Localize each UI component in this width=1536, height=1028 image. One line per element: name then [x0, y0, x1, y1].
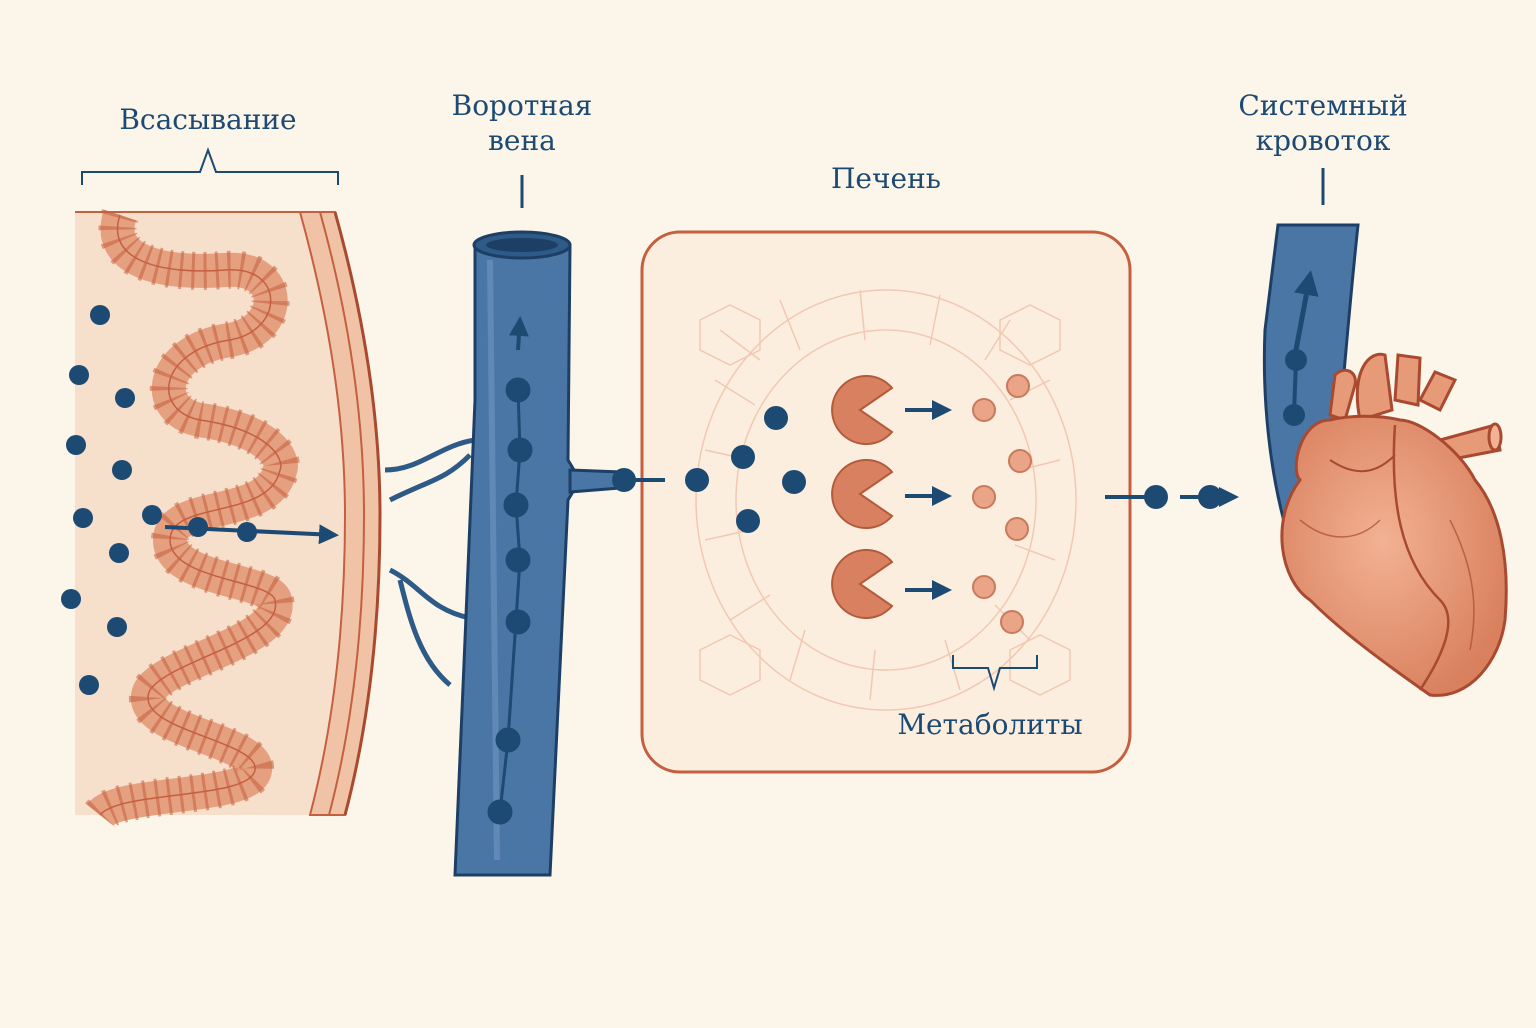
metabolite-particles	[972, 374, 1032, 634]
capillaries	[384, 437, 476, 687]
drug-particles-liver	[612, 406, 806, 533]
exit-flow	[1105, 485, 1239, 509]
portal-vein-label-line2: вена	[488, 124, 556, 157]
systemic-circulation-label-line2: кровоток	[1255, 124, 1391, 157]
flow-arrow-icon	[905, 400, 952, 600]
liver-box	[640, 230, 1132, 774]
systemic-vessel-illustration	[1262, 223, 1360, 527]
absorption-arrow	[164, 524, 339, 545]
systemic-circulation-label-line1: Системный	[1238, 89, 1408, 122]
intestinal-wall-illustration	[75, 209, 382, 830]
portal-vein-label-line1: Воротная	[451, 89, 593, 122]
portal-vein-illustration	[453, 230, 622, 877]
metabolites-bracket	[952, 655, 1038, 692]
heart-illustration	[1280, 352, 1508, 697]
drug-particles-vein	[487, 316, 533, 825]
enzyme-pacman-icon	[831, 375, 894, 619]
drug-particles-lumen	[61, 305, 257, 695]
metabolites-label: Метаболиты	[897, 708, 1082, 741]
liver-label: Печень	[831, 162, 941, 195]
absorption-bracket	[81, 147, 339, 185]
absorption-label: Всасывание	[119, 103, 297, 136]
